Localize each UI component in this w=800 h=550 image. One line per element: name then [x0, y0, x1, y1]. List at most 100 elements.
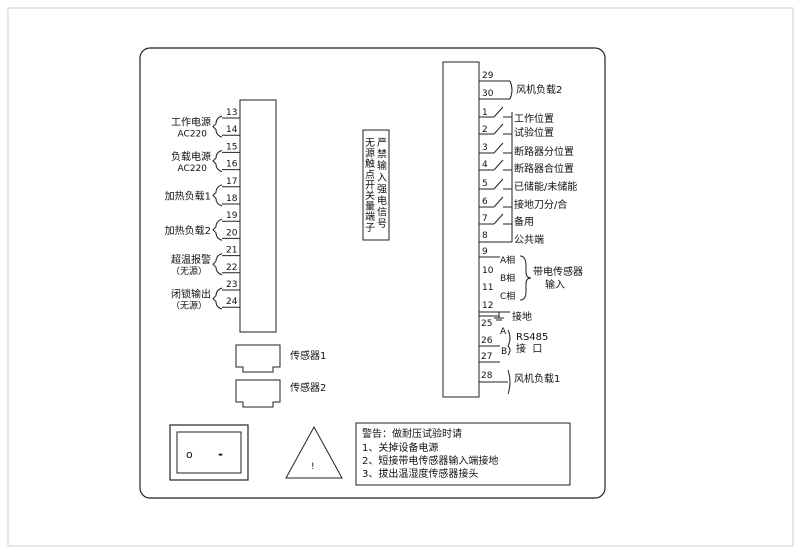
- live-sensor-label-1: 带电传感器: [533, 265, 583, 278]
- left-terminal-20: 20: [226, 228, 238, 238]
- fan-load-2-group: 29 30 风机负载2: [479, 71, 562, 100]
- rs485-label-2: 接 口: [516, 342, 542, 355]
- warning-line-1: 1、关掉设备电源: [362, 441, 438, 454]
- terminal-28: 28: [481, 371, 493, 381]
- center-note-col-2: 无源触点开关量端子: [365, 138, 375, 234]
- sensor-2-connector: 传感器2: [235, 379, 326, 408]
- rs485-a-label: A: [500, 327, 507, 337]
- switch-5-icon: [493, 178, 504, 190]
- left-group-sub-0: AC220: [178, 130, 208, 140]
- left-group-label-3: 加热负载2: [165, 224, 211, 237]
- warning-triangle-icon: [285, 425, 343, 479]
- terminal-10: 10: [482, 266, 494, 276]
- sensor-1-label: 传感器1: [290, 349, 326, 362]
- warning-box-frame: [355, 422, 571, 486]
- breaker-open-label: 断路器分位置: [514, 145, 574, 158]
- left-group-label-4: 超温报警: [171, 253, 211, 266]
- left-group-sub-1: AC220: [178, 164, 208, 174]
- left-group-brace-4: [212, 253, 223, 276]
- phase-b-label: B相: [500, 272, 515, 284]
- terminal-9: 9: [482, 247, 488, 257]
- left-terminal-14: 14: [226, 125, 238, 135]
- terminal-29: 29: [482, 71, 494, 81]
- rs485-label-1: RS485: [516, 332, 548, 343]
- fan-load-2-label: 风机负载2: [516, 83, 562, 96]
- left-group-label-2: 加热负载1: [165, 189, 211, 202]
- warning-line-2: 2、短接带电传感器输入端接地: [362, 454, 498, 467]
- left-group-sub-5: （无源）: [171, 301, 207, 312]
- device-panel: [139, 47, 606, 499]
- left-group-brace-2: [212, 184, 223, 207]
- terminal-7: 7: [482, 214, 488, 224]
- left-terminal-strip: [239, 99, 277, 333]
- terminal-12: 12: [482, 301, 493, 311]
- live-sensor-group: 9 10 11 12 A相 B相 C相 带电传感器 输入: [479, 247, 583, 311]
- live-sensor-label-2: 输入: [545, 278, 565, 291]
- power-switch: o -: [169, 424, 249, 481]
- switch-3-icon: [493, 142, 504, 154]
- left-terminal-13: 13: [226, 108, 237, 118]
- terminal-27: 27: [481, 352, 492, 362]
- warning-exclamation: !: [311, 462, 315, 472]
- switch-input-group: 1 2 工作位置 试验位置 3 断路器分位置 4 断路器合位置 5: [479, 106, 577, 246]
- fan-load-1-label: 风机负载1: [514, 372, 560, 385]
- left-group-brace-1: [212, 149, 223, 173]
- terminal-11: 11: [482, 283, 493, 293]
- power-switch-outer: [169, 424, 249, 481]
- live-sensor-brace: [519, 255, 532, 301]
- rs485-brace: [507, 329, 511, 356]
- fan-load-1-group: 28 风机负载1: [479, 369, 560, 395]
- fan-load-1-brace: [507, 369, 511, 395]
- terminal-25: 25: [481, 319, 492, 329]
- terminal-8: 8: [482, 231, 488, 241]
- power-off-symbol: o: [186, 448, 193, 461]
- left-terminal-24: 24: [226, 297, 238, 307]
- rs485-b-label: B: [501, 347, 507, 357]
- test-position-label: 试验位置: [514, 126, 554, 139]
- terminal-30: 30: [482, 89, 494, 99]
- switch-4-icon: [493, 159, 504, 171]
- left-terminal-15: 15: [226, 142, 237, 152]
- left-terminal-16: 16: [226, 160, 238, 170]
- left-group-brace-3: [212, 218, 223, 241]
- common-terminal-label: 公共端: [514, 233, 544, 246]
- switch-6-icon: [493, 196, 504, 208]
- spare-label: 备用: [514, 215, 534, 228]
- phase-c-label: C相: [500, 290, 515, 302]
- switch-7-icon: [493, 213, 504, 225]
- terminal-2: 2: [482, 125, 488, 135]
- breaker-closed-label: 断路器合位置: [514, 162, 574, 175]
- right-terminal-block: 29 30 风机负载2 1 2 工作位置 试验位置 3 断路器: [442, 61, 583, 398]
- terminal-6: 6: [482, 197, 488, 207]
- power-on-symbol: -: [218, 447, 223, 461]
- sensor-connectors: 传感器1 传感器2: [235, 344, 326, 408]
- left-group-label-1: 负载电源: [171, 150, 211, 163]
- sensor-1-plug-icon: [235, 344, 281, 373]
- ground-label: 接地: [512, 310, 532, 323]
- terminal-26: 26: [481, 336, 493, 346]
- warning-box: 警告：做耐压试验时请 1、关掉设备电源 2、短接带电传感器输入端接地 3、拔出温…: [355, 422, 571, 486]
- terminal-5: 5: [482, 179, 488, 189]
- left-group-label-5: 闭锁输出: [171, 288, 211, 301]
- terminal-1: 1: [482, 108, 488, 118]
- left-terminal-17: 17: [226, 177, 237, 187]
- left-group-brace-5: [212, 287, 223, 310]
- sensor-2-plug-icon: [235, 379, 281, 408]
- left-group-sub-4: （无源）: [171, 266, 207, 277]
- right-terminal-strip: [442, 61, 480, 398]
- sensor-1-connector: 传感器1: [235, 344, 326, 373]
- left-group-label-0: 工作电源: [171, 116, 211, 129]
- ground-group: 25 接地: [479, 310, 532, 329]
- left-terminal-23: 23: [226, 280, 237, 290]
- warning-title: 警告：做耐压试验时请: [362, 427, 462, 440]
- warning-triangle: !: [285, 425, 343, 479]
- earth-switch-label: 接地刀分/合: [514, 198, 567, 211]
- page-frame: [7, 7, 794, 547]
- working-position-label: 工作位置: [514, 112, 554, 125]
- warning-line-3: 3、拔出温湿度传感器接头: [362, 467, 478, 480]
- rs485-group: A 26 B 27 RS485 接 口: [479, 327, 548, 363]
- switch-1-icon: [493, 106, 504, 118]
